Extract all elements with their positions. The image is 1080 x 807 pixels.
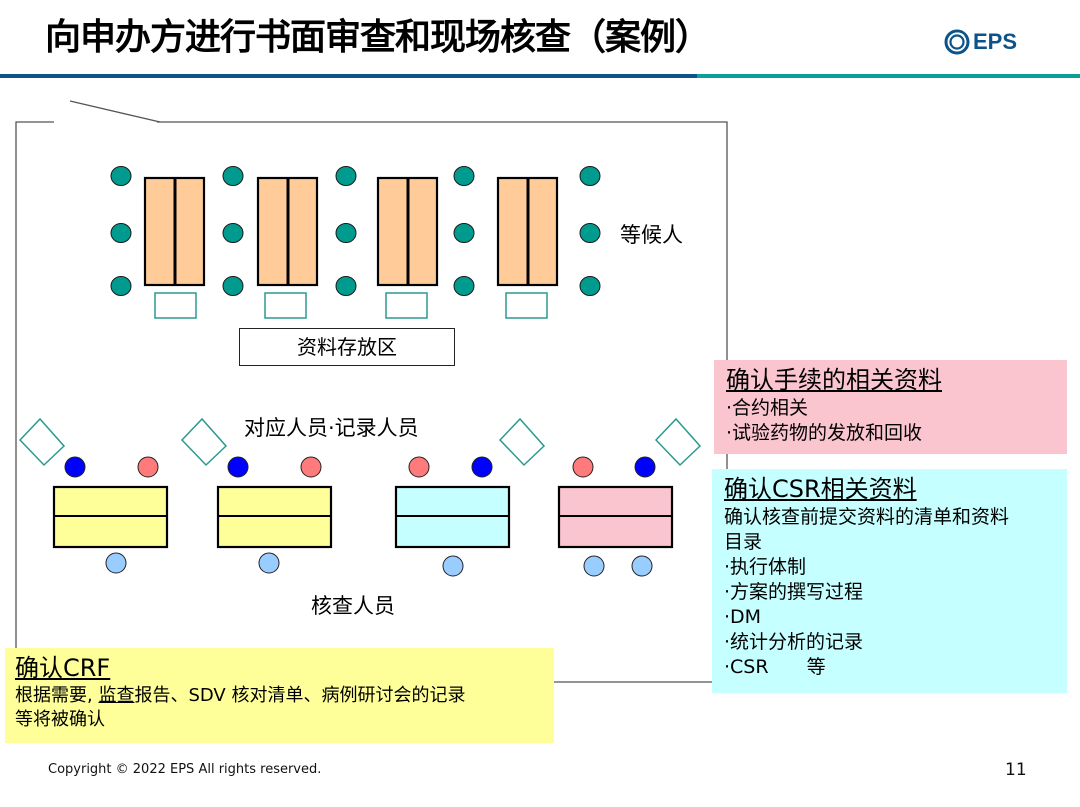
waiting-seat (579, 223, 601, 243)
crf-line-underlined: 监查 (98, 685, 135, 706)
waiting-seat (453, 223, 475, 243)
copyright: Copyright © 2022 EPS All rights reserved… (48, 762, 322, 777)
callout-crf: 确认CRF 根据需要, 监查报告、SDV 核对清单、病例研讨会的记录 等将被确认 (5, 648, 554, 743)
waiting-seat (110, 223, 132, 243)
callout-crf-title: 确认CRF (15, 654, 111, 682)
callout-procedures-item: ·合约相关 (726, 397, 809, 419)
callout-csr-item: ·统计分析的记录 (724, 631, 864, 653)
header-rule-blue (0, 74, 697, 78)
waiting-seat (222, 223, 244, 243)
door-swing (69, 100, 161, 123)
sponsor-staff-seat (64, 456, 86, 478)
waiting-seat (110, 276, 132, 296)
waiting-seat (335, 223, 357, 243)
recorder-seat (300, 456, 322, 478)
sponsor-staff-seat (634, 456, 656, 478)
document-tray (654, 417, 702, 467)
staff-label: 对应人员·记录人员 (244, 416, 419, 440)
callout-procedures: 确认手续的相关资料 ·合约相关 ·试验药物的发放和回收 (714, 360, 1067, 454)
sponsor-staff-seat (227, 456, 249, 478)
callout-crf-line-1: 根据需要, 监查报告、SDV 核对清单、病例研讨会的记录 (15, 684, 544, 708)
callout-csr-item: ·DM (724, 606, 762, 628)
page-title: 向申办方进行书面审查和现场核查（案例） (45, 17, 711, 58)
waiting-seat (453, 166, 475, 186)
inspector-seat (442, 555, 464, 577)
storage-slot (385, 292, 428, 319)
recorder-seat (137, 456, 159, 478)
recorder-seat (408, 456, 430, 478)
room-wall-top-right (157, 121, 728, 360)
waiting-seat (110, 166, 132, 186)
waiting-seat (579, 276, 601, 296)
page-number: 11 (1005, 760, 1027, 780)
recorder-seat (572, 456, 594, 478)
waiting-area (110, 166, 601, 319)
inspector-label: 核查人员 (311, 594, 395, 618)
callout-csr-item: ·方案的撰写过程 (724, 581, 864, 603)
sponsor-staff-seat (471, 456, 493, 478)
waiting-seat (335, 276, 357, 296)
waiting-seat (222, 166, 244, 186)
room-wall-left (15, 121, 54, 648)
header-rule-teal (697, 74, 1080, 78)
eps-ring-logo-icon (944, 29, 970, 55)
callout-procedures-title: 确认手续的相关资料 (726, 366, 942, 394)
logo-text: EPS (973, 29, 1018, 54)
waiting-label: 等候人 (620, 223, 683, 247)
document-tray (498, 417, 546, 467)
document-tray (18, 417, 66, 467)
room-outline (15, 100, 728, 683)
eps-logo: EPS (944, 29, 1017, 55)
crf-line-rest: 报告、SDV 核对清单、病例研讨会的记录 (134, 685, 466, 706)
crf-line-prefix: 根据需要, (15, 685, 99, 706)
callout-csr: 确认CSR相关资料 确认核查前提交资料的清单和资料 目录 ·执行体制 ·方案的撰… (712, 469, 1067, 693)
staff-area (18, 417, 702, 577)
storage-slot (264, 292, 307, 319)
waiting-seat (335, 166, 357, 186)
waiting-seat (453, 276, 475, 296)
storage-slot (154, 292, 197, 319)
waiting-seat (222, 276, 244, 296)
callout-csr-item: ·执行体制 (724, 556, 807, 578)
callout-crf-line-2: 等将被确认 (15, 709, 105, 730)
document-tray (180, 417, 228, 467)
storage-area-label: 资料存放区 (239, 328, 455, 366)
inspector-seat (583, 555, 605, 577)
waiting-seat (579, 166, 601, 186)
inspector-seat (258, 552, 280, 574)
storage-slot (505, 292, 548, 319)
callout-csr-item: 确认核查前提交资料的清单和资料 (724, 506, 1010, 528)
inspector-seat (105, 552, 127, 574)
callout-csr-title: 确认CSR相关资料 (724, 475, 917, 503)
callout-csr-item: ·CSR 等 (724, 656, 826, 678)
callout-procedures-item: ·试验药物的发放和回收 (726, 422, 923, 444)
inspector-seat (631, 555, 653, 577)
callout-csr-item: 目录 (724, 531, 763, 553)
